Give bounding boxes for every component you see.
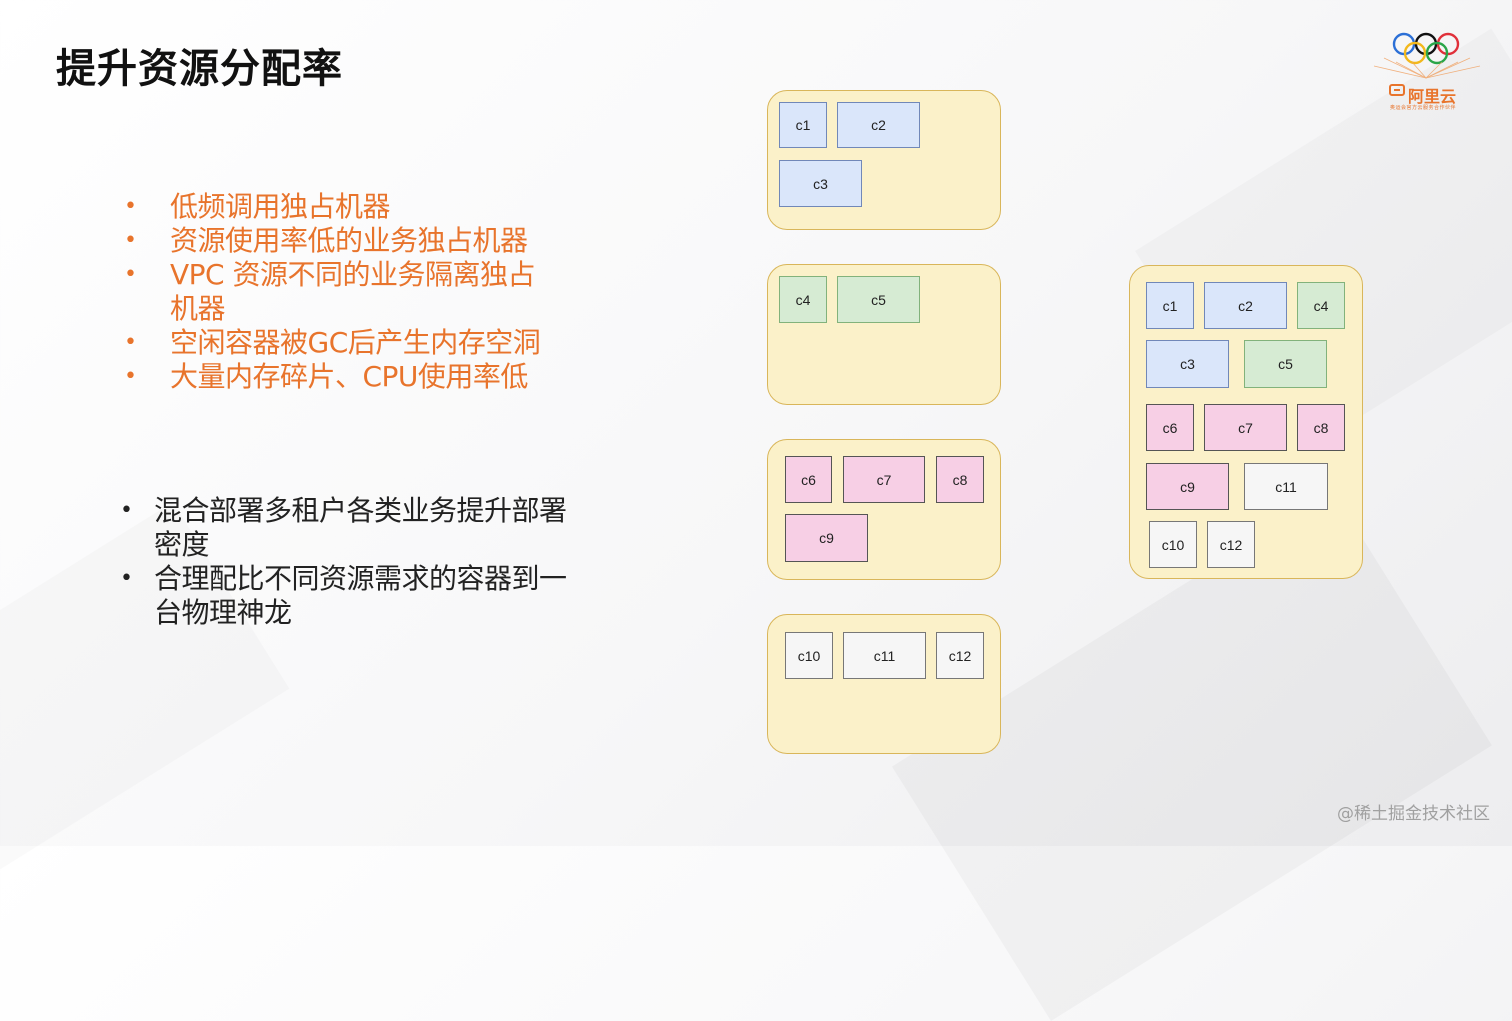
aliyun-logo-text: 阿里云: [1408, 87, 1457, 106]
bullet: •: [124, 194, 137, 219]
container-c12: c12: [936, 632, 984, 679]
bullet: •: [124, 262, 137, 287]
bullet: •: [120, 566, 133, 591]
solution-list: • 混合部署多租户各类业务提升部署密度 • 合理配比不同资源需求的容器到一台物理神龙: [118, 494, 568, 630]
container-c8: c8: [1297, 404, 1345, 451]
container-c9: c9: [1146, 463, 1229, 510]
container-c4: c4: [779, 276, 827, 323]
bullet: •: [120, 498, 133, 523]
bullet: •: [124, 364, 137, 389]
bullet: •: [124, 228, 137, 253]
bullet: •: [124, 330, 137, 355]
watermark: @稀土掘金技术社区: [1337, 804, 1490, 824]
container-c11: c11: [1244, 463, 1328, 510]
solution-item: • 合理配比不同资源需求的容器到一台物理神龙: [118, 562, 568, 630]
logo-tagline: 奥运会官方云服务合作伙伴: [1390, 105, 1457, 111]
problem-item: • 低频调用独占机器: [120, 190, 560, 224]
container-c11: c11: [843, 632, 926, 679]
container-c2: c2: [837, 102, 920, 148]
solution-text: 混合部署多租户各类业务提升部署密度: [154, 494, 567, 561]
container-c2: c2: [1204, 282, 1287, 329]
problem-item: • 空闲容器被GC后产生内存空洞: [120, 326, 560, 360]
container-c8: c8: [936, 456, 984, 503]
problem-item: • 资源使用率低的业务独占机器: [120, 224, 560, 258]
solution-item: • 混合部署多租户各类业务提升部署密度: [118, 494, 568, 562]
problem-item: • VPC 资源不同的业务隔离独占机器: [120, 258, 560, 326]
problem-text: 低频调用独占机器: [170, 190, 391, 223]
container-c5: c5: [837, 276, 920, 323]
container-c1: c1: [779, 102, 827, 148]
container-c5: c5: [1244, 340, 1327, 388]
problem-text: 大量内存碎片、CPU使用率低: [170, 360, 528, 393]
container-c10: c10: [785, 632, 833, 679]
problem-list: • 低频调用独占机器 • 资源使用率低的业务独占机器 • VPC 资源不同的业务隔离独…: [120, 190, 560, 394]
solution-text: 合理配比不同资源需求的容器到一台物理神龙: [154, 562, 567, 629]
problem-text: 资源使用率低的业务独占机器: [170, 224, 528, 257]
problem-text: VPC 资源不同的业务隔离独占机器: [170, 258, 536, 325]
container-c3: c3: [1146, 340, 1229, 388]
olympic-rings-icon: [1373, 32, 1481, 96]
container-c10: c10: [1149, 521, 1197, 568]
container-c4: c4: [1297, 282, 1345, 329]
container-c6: c6: [785, 456, 832, 503]
problem-text: 空闲容器被GC后产生内存空洞: [170, 326, 541, 359]
container-c9: c9: [785, 514, 868, 562]
container-c7: c7: [1204, 404, 1287, 451]
container-c12: c12: [1207, 521, 1255, 568]
problem-item: • 大量内存碎片、CPU使用率低: [120, 360, 560, 394]
container-c1: c1: [1146, 282, 1194, 329]
slide-title: 提升资源分配率: [56, 46, 343, 92]
container-c3: c3: [779, 160, 862, 207]
container-c6: c6: [1146, 404, 1194, 451]
container-c7: c7: [843, 456, 925, 503]
